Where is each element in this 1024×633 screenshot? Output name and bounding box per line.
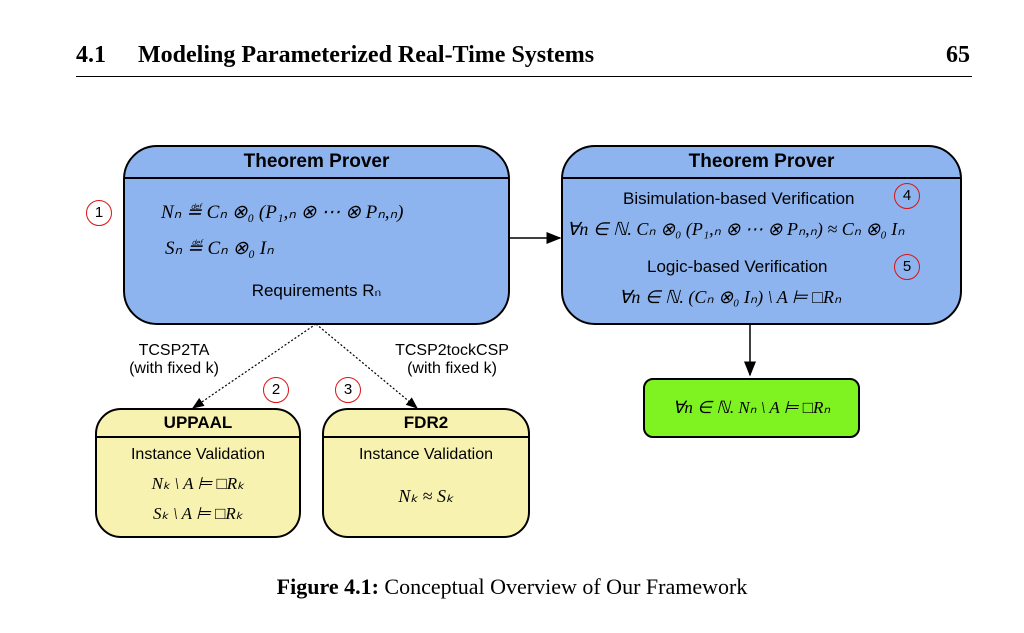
edge-label-tcsp2tockcsp: TCSP2tockCSP (with fixed k): [378, 342, 526, 378]
marker-1: 1: [86, 200, 112, 226]
edge-label-tcsp2ta-line2: (with fixed k): [129, 360, 219, 377]
arrow-to-uppaal: [192, 323, 317, 409]
section-number: 4.1: [76, 42, 106, 68]
result-formula: ∀n ∈ ℕ. Nₙ \ A ⊨ □Rₙ: [672, 398, 831, 417]
arrow-to-fdr2: [315, 323, 418, 409]
box-title: Theorem Prover: [563, 147, 960, 179]
uppaal-formula-n: Nₖ \ A ⊨ □Rₖ: [151, 474, 245, 493]
fdr2-formula: Nₖ ≈ Sₖ: [398, 486, 454, 506]
marker-5: 5: [894, 254, 920, 280]
instance-validation-label: Instance Validation: [130, 446, 265, 463]
theorem-prover-right: Theorem Prover Bisimulation-based Verifi…: [561, 145, 962, 325]
figure-caption: Figure 4.1: Conceptual Overview of Our F…: [0, 574, 1024, 600]
running-header: 4.1 Modeling Parameterized Real-Time Sys…: [76, 42, 972, 77]
edge-label-tcsp2ta: TCSP2TA (with fixed k): [118, 342, 230, 378]
bisimulation-formula: ∀n ∈ ℕ. Cₙ ⊗₀ (P₁,ₙ ⊗ ⋯ ⊗ Pₙ,ₙ) ≈ Cₙ ⊗₀ …: [567, 219, 905, 239]
page-number: 65: [946, 42, 970, 68]
figure-caption-text: Conceptual Overview of Our Framework: [384, 574, 748, 599]
edge-label-tcsp2tockcsp-line2: (with fixed k): [407, 360, 497, 377]
marker-3: 3: [335, 377, 361, 403]
figure-label: Figure 4.1:: [276, 574, 379, 599]
result-box: ∀n ∈ ℕ. Nₙ \ A ⊨ □Rₙ: [643, 378, 860, 438]
theorem-prover-left: Theorem Prover Nₙ ≝ Cₙ ⊗₀ (P₁,ₙ ⊗ ⋯ ⊗ Pₙ…: [123, 145, 510, 325]
marker-4: 4: [894, 183, 920, 209]
uppaal-box: UPPAAL Instance Validation Nₖ \ A ⊨ □Rₖ …: [95, 408, 301, 538]
uppaal-formula-s: Sₖ \ A ⊨ □Rₖ: [153, 504, 243, 523]
box-title: Theorem Prover: [125, 147, 508, 179]
logic-label: Logic-based Verification: [647, 257, 828, 276]
definition-s: Sₙ ≝ Cₙ ⊗₀ Iₙ: [165, 238, 274, 259]
logic-formula: ∀n ∈ ℕ. (Cₙ ⊗₀ Iₙ) \ A ⊨ □Rₙ: [619, 287, 842, 307]
fdr2-box: FDR2 Instance Validation Nₖ ≈ Sₖ: [322, 408, 530, 538]
bisimulation-label: Bisimulation-based Verification: [623, 189, 855, 208]
instance-validation-label: Instance Validation: [358, 446, 493, 463]
marker-2: 2: [263, 377, 289, 403]
box-title: UPPAAL: [97, 410, 299, 438]
section-title: Modeling Parameterized Real-Time Systems: [138, 42, 595, 68]
box-title: FDR2: [324, 410, 528, 438]
edge-label-tcsp2ta-line1: TCSP2TA: [138, 342, 210, 359]
requirements-label: Requirements Rₙ: [251, 281, 382, 300]
edge-label-tcsp2tockcsp-line1: TCSP2tockCSP: [395, 342, 509, 359]
definition-n: Nₙ ≝ Cₙ ⊗₀ (P₁,ₙ ⊗ ⋯ ⊗ Pₙ,ₙ): [161, 202, 404, 223]
